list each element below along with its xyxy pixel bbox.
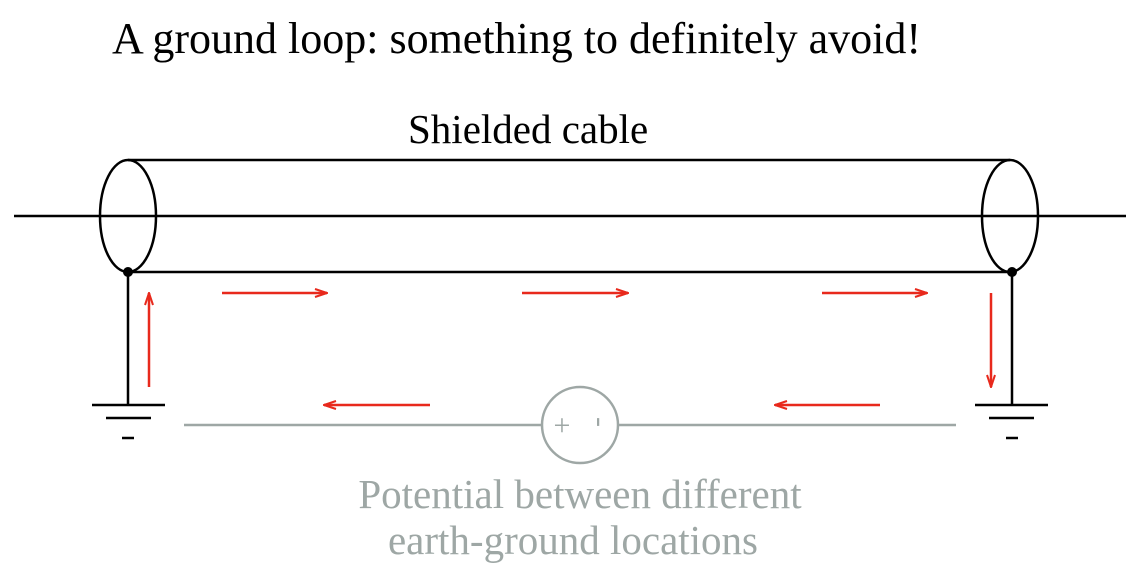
left-earth-ground [92, 272, 165, 440]
current-arrows [149, 293, 991, 405]
source-plus-sign: + [554, 409, 571, 442]
diagram-title: A ground loop: something to definitely a… [112, 14, 921, 63]
source-minus-sign: - [584, 417, 617, 427]
cable-label: Shielded cable [408, 106, 648, 152]
potential-label-line2: earth-ground locations [388, 517, 758, 563]
voltage-source-circle [540, 385, 620, 465]
right-earth-ground [975, 272, 1048, 440]
voltage-source: + - [540, 385, 620, 465]
potential-label-line1: Potential between different [358, 471, 802, 517]
shielded-cable [14, 158, 1126, 274]
